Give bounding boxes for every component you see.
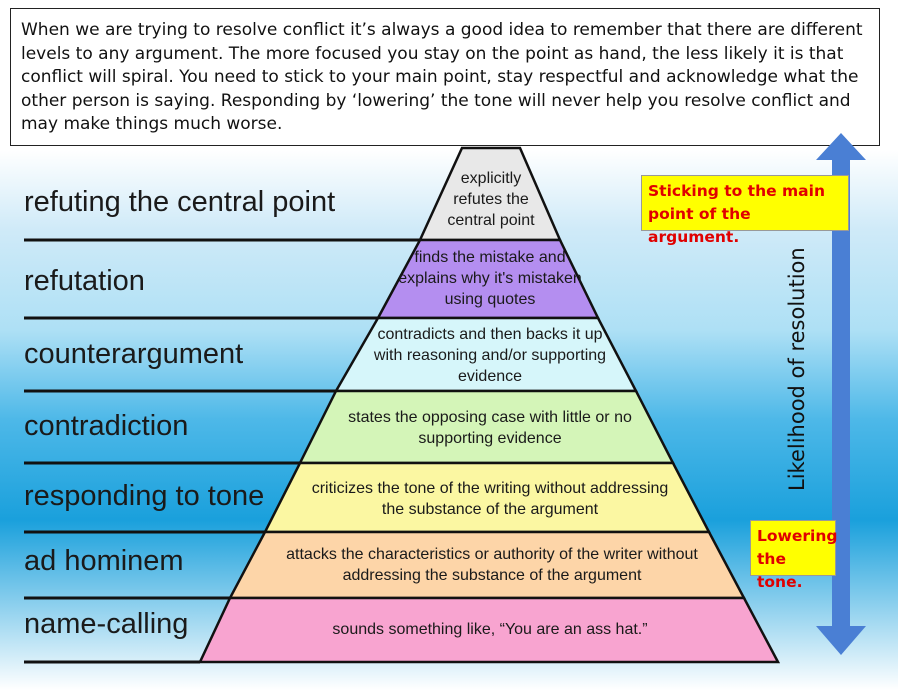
note-sticking-to-main-point: Sticking to the main point of the argume… — [641, 175, 849, 246]
level-label-refuting-central-point: refuting the central point — [24, 186, 336, 218]
level-label-counterargument: counterargument — [24, 338, 244, 370]
resolution-arrow-icon — [816, 133, 866, 655]
level-label-name-calling: name-calling — [24, 608, 189, 640]
tier-text-name-calling: sounds something like, “You are an ass h… — [332, 621, 648, 638]
tier-text-ad-hominem: attacks the characteristics or authority… — [286, 546, 698, 584]
intro-text: When we are trying to resolve conflict i… — [21, 20, 863, 134]
intro-text-box: When we are trying to resolve conflict i… — [10, 8, 880, 146]
tier-text-counterargument: contradicts and then backs it up with re… — [373, 326, 607, 385]
tier-name-calling — [198, 596, 781, 664]
tier-text-refuting-central-point: explicitly refutes the central point — [447, 170, 535, 229]
note-lowering-the-tone: Lowering the tone. — [750, 520, 837, 591]
level-label-contradiction: contradiction — [24, 410, 189, 442]
level-label-responding-to-tone: responding to tone — [24, 480, 265, 512]
level-label-refutation: refutation — [24, 265, 145, 297]
tier-text-refutation: finds the mistake and explains why it's … — [398, 249, 582, 308]
tier-text-responding-to-tone: criticizes the tone of the writing witho… — [311, 480, 669, 518]
axis-label-likelihood: Likelihood of resolution — [785, 247, 809, 491]
level-label-ad-hominem: ad hominem — [24, 545, 184, 577]
tier-text-contradiction: states the opposing case with little or … — [348, 409, 632, 447]
